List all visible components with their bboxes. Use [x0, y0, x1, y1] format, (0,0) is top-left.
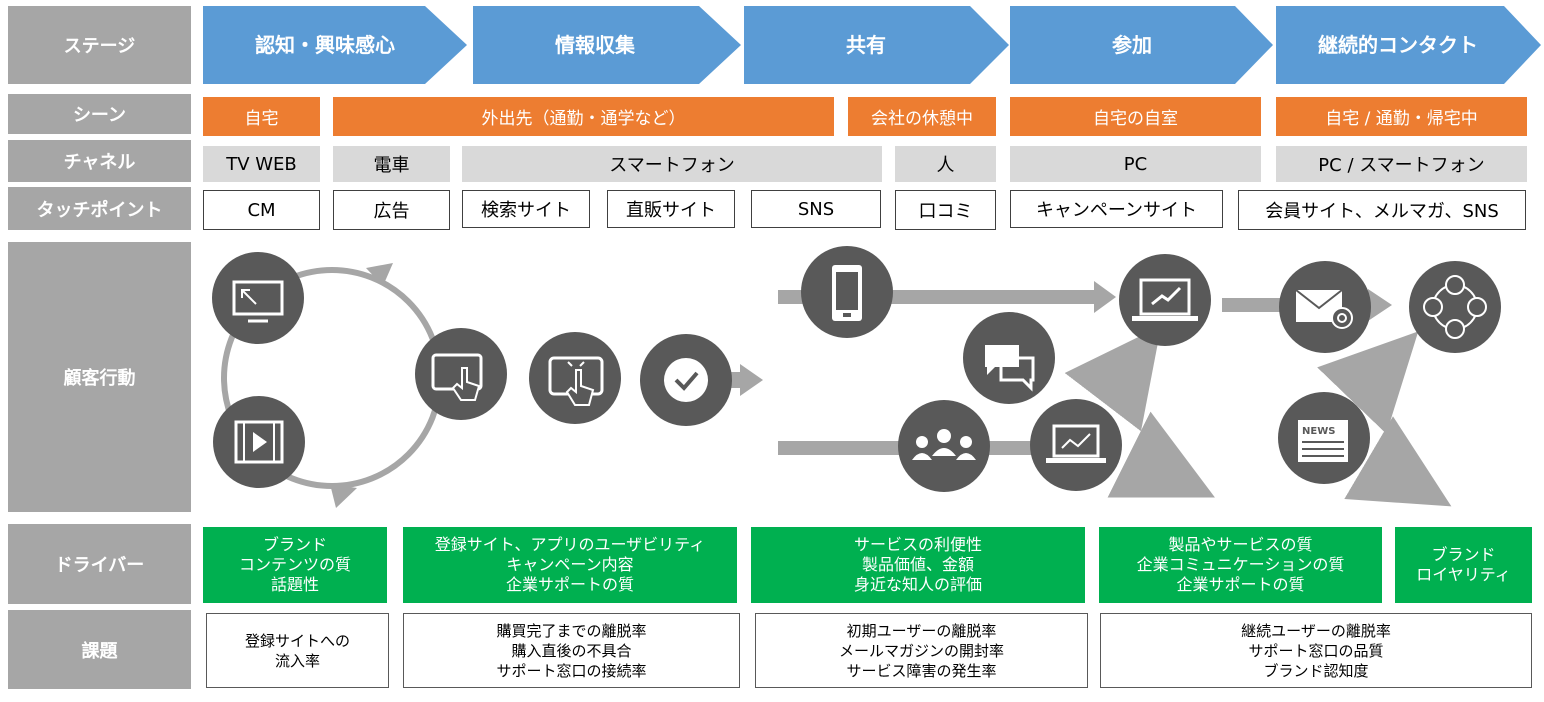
stage-chevron-share: [744, 6, 1009, 84]
network-icon: [1409, 261, 1501, 353]
news-icon-label: NEWS: [1302, 426, 1335, 437]
issue-box: 初期ユーザーの離脱率 メールマガジンの開封率 サービス障害の発生率: [755, 613, 1088, 688]
chat-icon: [963, 312, 1055, 404]
laptop-chart-icon: [1119, 254, 1211, 346]
tablet-touch-icon: [415, 328, 507, 420]
scene-box: 自宅の自室: [1010, 97, 1261, 136]
people-icon: [898, 400, 990, 492]
touchpoint-box: 会員サイト、メルマガ、SNS: [1238, 190, 1526, 230]
news-icon: NEWS: [1278, 392, 1370, 484]
channel-box: TV WEB: [203, 146, 320, 182]
flow-arrow: [1317, 331, 1419, 434]
driver-box: ブランド ロイヤリティ: [1395, 527, 1532, 603]
scene-box: 会社の休憩中: [848, 97, 996, 136]
channel-box: スマートフォン: [462, 146, 882, 182]
email-icon: [1279, 261, 1371, 353]
touchpoint-box: SNS: [751, 190, 881, 228]
touchpoint-box: 直販サイト: [607, 190, 735, 228]
channel-box: 人: [895, 146, 996, 182]
touchpoint-box: キャンペーンサイト: [1010, 190, 1223, 228]
scene-box: 自宅: [203, 97, 320, 136]
issue-box: 継続ユーザーの離脱率 サポート窓口の品質 ブランド認知度: [1100, 613, 1532, 688]
stage-label: 情報収集: [555, 33, 636, 57]
driver-box: 登録サイト、アプリのユーザビリティ キャンペーン内容 企業サポートの質: [403, 527, 737, 603]
scene-box: 自宅 / 通勤・帰宅中: [1276, 97, 1527, 136]
smartphone-icon: [801, 246, 893, 338]
touchpoint-box: CM: [203, 190, 320, 230]
row-label-scene: シーン: [8, 94, 191, 134]
stage-chevron-continuous: [1276, 6, 1541, 84]
stage-label: 継続的コンタクト: [1318, 33, 1478, 57]
row-label-behavior: 顧客行動: [8, 242, 191, 512]
touchpoint-box: 検索サイト: [462, 190, 590, 228]
issue-box: 登録サイトへの 流入率: [206, 613, 389, 688]
issue-box: 購買完了までの離脱率 購入直後の不具合 サポート窓口の接続率: [403, 613, 740, 688]
stage-label: 参加: [1112, 33, 1152, 57]
touchpoint-box: 口コミ: [895, 190, 996, 230]
cycle-arrowhead: [366, 263, 393, 286]
row-label-stage: ステージ: [8, 6, 191, 84]
row-label-driver: ドライバー: [8, 524, 191, 604]
flow-arrow: [1064, 325, 1162, 432]
channel-box: PC: [1010, 146, 1261, 182]
stage-label: 共有: [846, 33, 886, 57]
touchpoint-box: 広告: [333, 190, 450, 230]
scene-box: 外出先（通勤・通学など）: [333, 97, 834, 136]
video-icon: [213, 396, 305, 488]
check-icon: [640, 334, 732, 426]
smartphone-touch-icon: [529, 332, 621, 424]
flow-arrow: [1107, 411, 1215, 498]
cycle-arrowhead: [330, 484, 357, 508]
stage-chevron-awareness: [203, 6, 467, 84]
channel-box: 電車: [333, 146, 450, 182]
row-label-channel: チャネル: [8, 140, 191, 182]
flow-arrow: [1344, 416, 1452, 507]
stage-chevron-participate: [1010, 6, 1273, 84]
stage-label: 認知・興味感心: [255, 33, 395, 57]
stage-chevron-research: [473, 6, 741, 84]
stage-chevrons: 認知・興味感心 情報収集 共有 参加 継続的コンタクト: [203, 6, 1541, 84]
row-label-issue: 課題: [8, 610, 191, 689]
row-label-touchpoint: タッチポイント: [8, 187, 191, 230]
channel-box: PC / スマートフォン: [1276, 146, 1527, 182]
driver-box: 製品やサービスの質 企業コミュニケーションの質 企業サポートの質: [1099, 527, 1382, 603]
laptop-chart-icon: [1030, 399, 1122, 491]
driver-box: サービスの利便性 製品価値、金額 身近な知人の評価: [751, 527, 1085, 603]
tv-icon: [212, 252, 304, 344]
driver-box: ブランド コンテンツの質 話題性: [203, 527, 387, 603]
